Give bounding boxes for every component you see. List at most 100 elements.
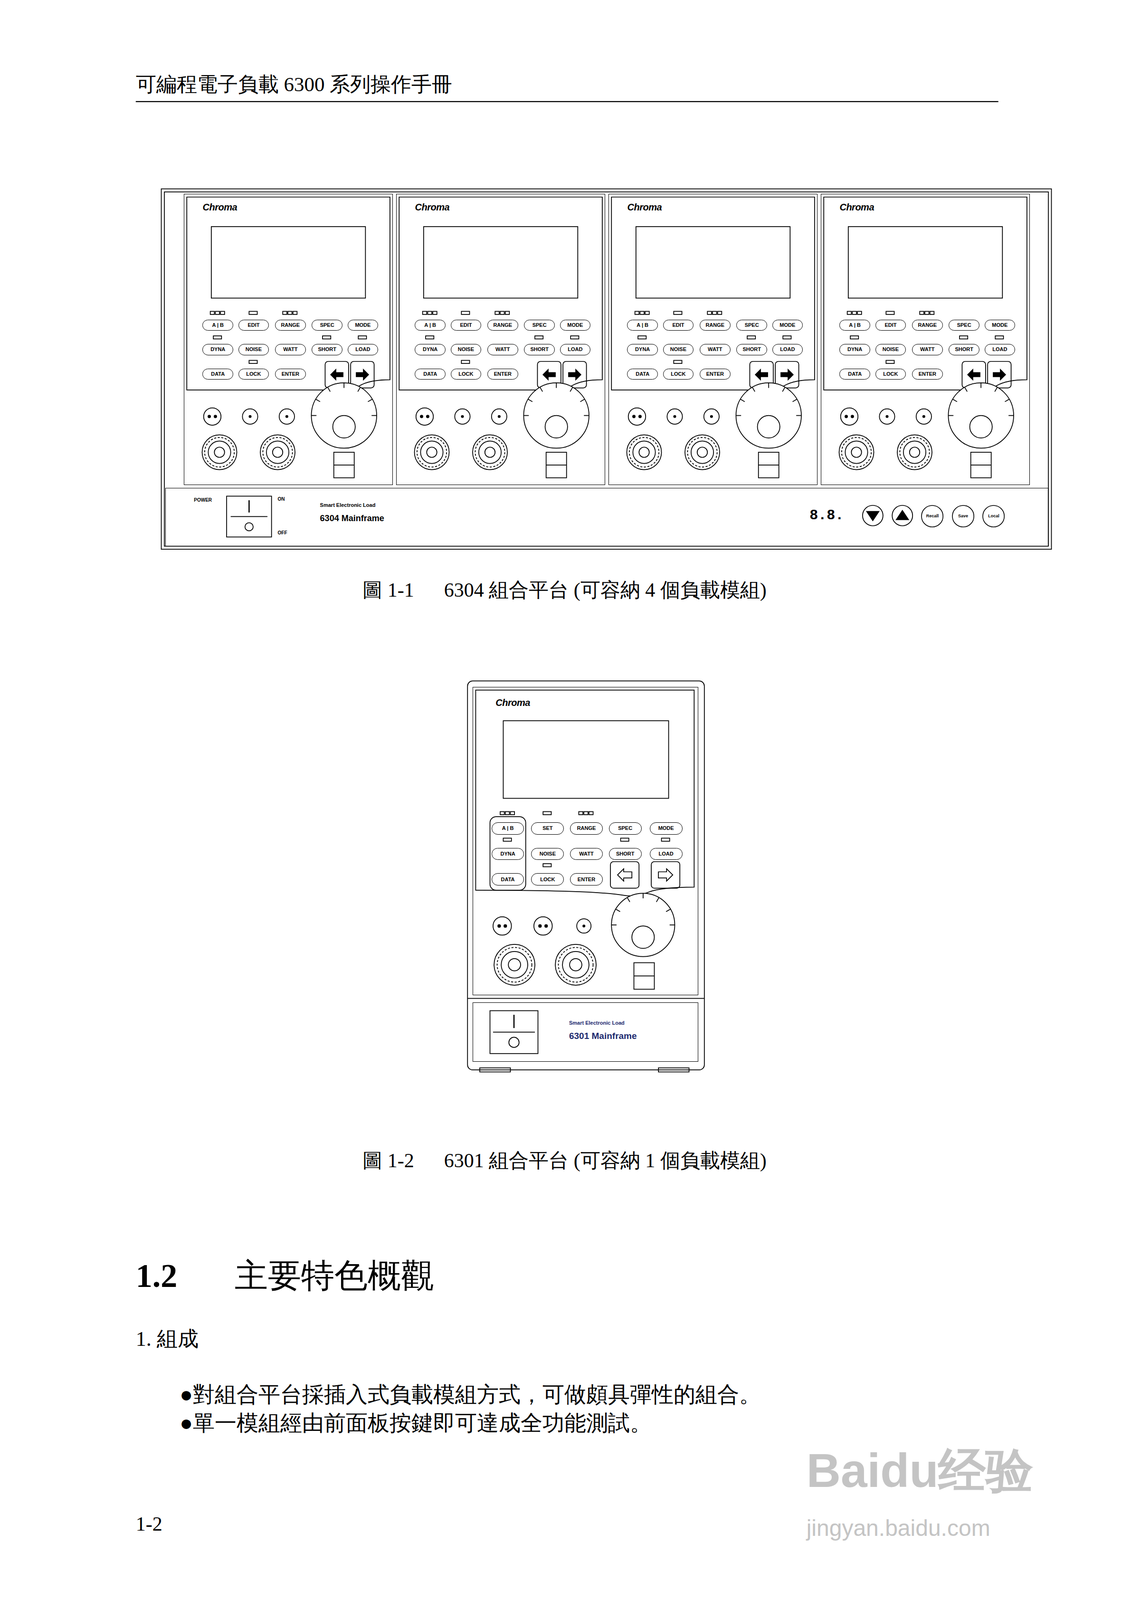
panel-key: DATA: [491, 873, 525, 886]
power-switch: [493, 1031, 535, 1033]
brand-logo: Chroma: [627, 202, 662, 212]
header-rule: [135, 101, 999, 103]
key-label: MODE: [567, 322, 583, 328]
panel-key: SPEC: [948, 319, 979, 332]
panel-key: LOAD: [772, 343, 803, 356]
panel-key: SHORT: [523, 343, 555, 356]
key-label: EDIT: [247, 322, 260, 328]
brand-logo: Chroma: [202, 202, 238, 212]
round-key: Recall: [921, 504, 944, 528]
panel-key: MODE: [649, 822, 683, 835]
panel-key: RANGE: [487, 319, 518, 332]
list-item: 1. 組成: [135, 1327, 199, 1352]
power-switch: [230, 516, 268, 518]
brand-logo: Chroma: [414, 202, 450, 212]
key-label: ENTER: [281, 371, 300, 377]
key-outline: [921, 505, 943, 527]
panel-key: NOISE: [663, 343, 694, 356]
key-label: WATT: [495, 346, 510, 352]
panel-key: EDIT: [238, 319, 269, 332]
panel-key: NOISE: [238, 343, 269, 356]
module-face: [475, 690, 694, 990]
mainframe-housing: [164, 191, 1049, 547]
panel-key: LOAD: [560, 343, 591, 356]
key-label: DYNA: [210, 346, 226, 352]
section-heading: 主要特色概觀: [234, 1256, 435, 1296]
mainframe-strip: Smart Electronic Load6301 Mainframe: [472, 1002, 699, 1062]
key-label: SPEC: [617, 825, 633, 831]
key-label: NOISE: [539, 851, 556, 857]
key-label: MODE: [658, 825, 675, 831]
panel-key: NOISE: [875, 343, 906, 356]
panel-key: NOISE: [531, 847, 564, 861]
panel-key: EDIT: [663, 319, 694, 332]
segment-display: 8.8.: [809, 507, 844, 524]
switch-label: OFF: [277, 530, 288, 536]
key-label: A | B: [502, 825, 514, 831]
key-label: LOAD: [992, 346, 1008, 352]
panel-key: SPEC: [608, 822, 642, 835]
key-label: RANGE: [493, 322, 513, 328]
key-outline: [952, 505, 974, 527]
key-label: SET: [542, 825, 553, 831]
brand-logo: Chroma: [495, 697, 531, 708]
panel-key: DYNA: [414, 343, 446, 356]
page-drawing: [135, 101, 1052, 1073]
key-label: LOAD: [355, 346, 371, 352]
key-label: LOCK: [883, 371, 898, 377]
key-label: MODE: [991, 322, 1008, 328]
panel-key: RANGE: [699, 319, 731, 332]
key-label: LOCK: [670, 371, 686, 377]
key-label: DATA: [423, 371, 438, 377]
model-name: 6301 Mainframe: [569, 1031, 637, 1041]
bullet-text: ●單一模組經由前面板按鍵即可達成全功能測試。: [179, 1410, 652, 1436]
panel-key: MODE: [984, 319, 1016, 332]
key-label: Local: [988, 513, 1000, 519]
bullet-text: ●對組合平台採插入式負載模組方式，可做頗具彈性的組合。: [179, 1381, 761, 1407]
module-face: [611, 197, 815, 478]
watermark: jingyan.baidu.com: [806, 1514, 991, 1541]
key-label: WATT: [920, 346, 935, 352]
key-label: MODE: [779, 322, 796, 328]
panel-key: DATA: [414, 368, 446, 381]
key-label: WATT: [579, 851, 594, 857]
key-label: SHORT: [317, 346, 337, 352]
panel-key: LOCK: [450, 368, 482, 381]
key-label: DATA: [210, 371, 225, 377]
key-label: DATA: [501, 876, 515, 883]
panel-key: DYNA: [627, 343, 658, 356]
key-label: SPEC: [320, 322, 335, 328]
panel-key: ENTER: [570, 873, 603, 886]
panel-key: LOCK: [663, 368, 694, 381]
page-number: 1-2: [135, 1512, 163, 1536]
panel-key: SPEC: [736, 319, 767, 332]
module-face: [186, 197, 390, 478]
panel-key: A | B: [414, 319, 446, 332]
watermark: Baidu经验: [806, 1442, 1034, 1498]
mainframe-housing: [161, 189, 1052, 550]
key-label: A | B: [424, 322, 437, 328]
housing-seam: [467, 997, 705, 999]
panel-key: EDIT: [450, 319, 482, 332]
key-label: WATT: [707, 346, 723, 352]
mainframe-strip: Smart Electronic Load6304 MainframeRecal…: [165, 487, 1049, 546]
down-key: [862, 505, 884, 526]
key-label: LOAD: [658, 851, 674, 857]
up-icon: [896, 510, 909, 520]
key-label: EDIT: [672, 322, 685, 328]
panel-key: ENTER: [487, 368, 518, 381]
panel-key: SHORT: [736, 343, 767, 356]
key-label: NOISE: [670, 346, 687, 352]
key-label: RANGE: [577, 825, 597, 831]
panel-key: DATA: [839, 368, 870, 381]
key-label: SPEC: [532, 322, 547, 328]
panel-key: DATA: [202, 368, 233, 381]
key-label: A | B: [211, 322, 224, 328]
panel-key: WATT: [912, 343, 943, 356]
module-face: [823, 197, 1027, 478]
power-switch: [226, 495, 272, 537]
panel-key: SHORT: [311, 343, 343, 356]
panel-key: MODE: [347, 319, 379, 332]
key-label: LOCK: [458, 371, 474, 377]
